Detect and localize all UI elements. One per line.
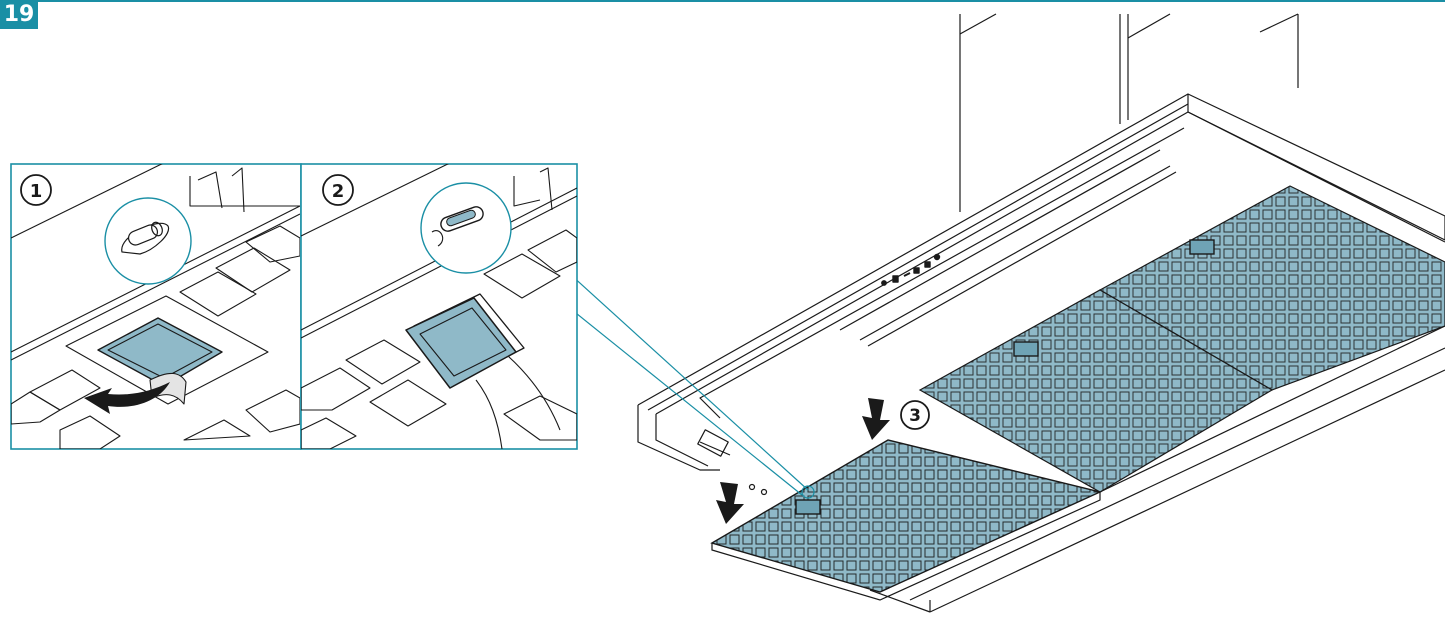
cooker-hood [637,13,1445,613]
figure-number-badge: 19 [0,0,38,29]
filter-panel-being-inserted [710,439,1103,601]
figure-number: 19 [4,2,35,27]
down-arrow-icon [716,482,744,524]
step-2-marker: 2 [322,174,354,206]
slot-detail-circle [420,182,512,274]
control-panel [881,253,941,286]
detail-panel-2: 2 [300,163,578,450]
down-arrow-icon [862,398,890,440]
detail-panel-1: 1 [10,163,302,450]
step-1-marker: 1 [20,174,52,206]
chimney [959,13,1299,212]
step-3-marker: 3 [900,400,930,430]
step-1-label: 1 [30,181,43,202]
rotate-arrow-icon [84,382,170,414]
step-2-label: 2 [332,181,345,202]
step-3-label: 3 [909,406,921,426]
installed-filter-panels [918,185,1445,493]
clip-detail-circle [104,197,192,285]
